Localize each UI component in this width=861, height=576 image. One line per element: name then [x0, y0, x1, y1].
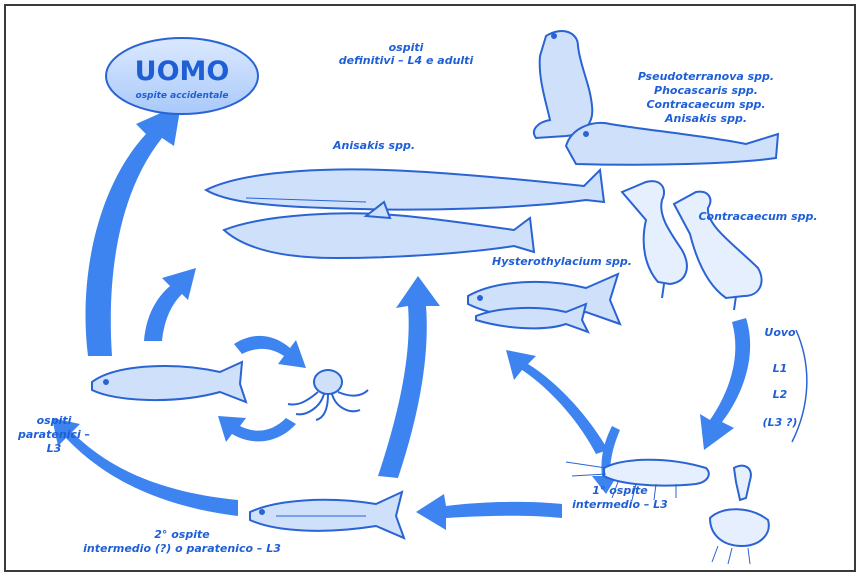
seal-species-3: Contracaecum spp.	[646, 98, 765, 111]
definitive-hosts-line2: definitivi – L4 e adulti	[339, 54, 474, 67]
first-intermediate-line2: intermedio – L3	[572, 498, 668, 511]
arrow-octopus-to-cod	[218, 416, 296, 442]
bird-icon	[622, 181, 762, 310]
tuna-icon	[468, 274, 620, 332]
stage-egg: Uovo	[764, 326, 796, 339]
seal-species-4: Anisakis spp.	[664, 112, 747, 125]
second-intermediate-line2: intermedio (?) o paratenico – L3	[83, 542, 281, 555]
paratenic-line3: L3	[47, 442, 62, 455]
tuna-label: Hysterothylacium spp.	[492, 255, 632, 268]
stage-l1: L1	[773, 362, 788, 375]
human-title: UOMO	[135, 56, 230, 87]
krill-icon	[566, 460, 769, 564]
dolphin-icon	[224, 202, 534, 258]
whale-label: Anisakis spp.	[332, 139, 415, 152]
paratenic-line2: paratenici –	[17, 428, 90, 441]
arrow-krill-to-tuna	[506, 350, 608, 454]
arrow-cod-to-octopus	[234, 336, 306, 368]
seal-species-list: Pseudoterranova spp. Phocascaris spp. Co…	[638, 70, 774, 125]
first-intermediate-line1: 1° ospite	[592, 484, 648, 497]
arrow-herring-to-whale	[378, 276, 440, 478]
arrow-host-to-eggs	[700, 318, 750, 450]
paratenic-line1: ospiti	[37, 414, 72, 427]
whale-icon	[206, 169, 604, 209]
octopus-icon	[288, 370, 368, 420]
stage-l2: L2	[773, 388, 788, 401]
seal-species-1: Pseudoterranova spp.	[638, 70, 774, 83]
arrow-cod-to-whale	[144, 268, 196, 341]
human-subtitle: ospite accidentale	[136, 91, 229, 101]
lifecycle-diagram: UOMO ospite accidentale ospiti definitiv…	[4, 4, 856, 572]
definitive-hosts-line1: ospiti	[389, 41, 424, 54]
seal-species-2: Phocascaris spp.	[654, 84, 758, 97]
second-intermediate-line1: 2° ospite	[154, 528, 210, 541]
bird-label: Contracaecum spp.	[698, 210, 817, 223]
diagram-canvas: UOMO ospite accidentale ospiti definitiv…	[6, 6, 854, 570]
egg-stages: Uovo L1 L2 (L3 ?)	[763, 326, 807, 442]
stage-l3: (L3 ?)	[763, 416, 798, 429]
human-host: UOMO ospite accidentale	[106, 38, 258, 114]
cod-icon	[92, 362, 246, 402]
herring-icon	[250, 492, 404, 538]
arrow-krill-to-herring	[416, 494, 562, 530]
